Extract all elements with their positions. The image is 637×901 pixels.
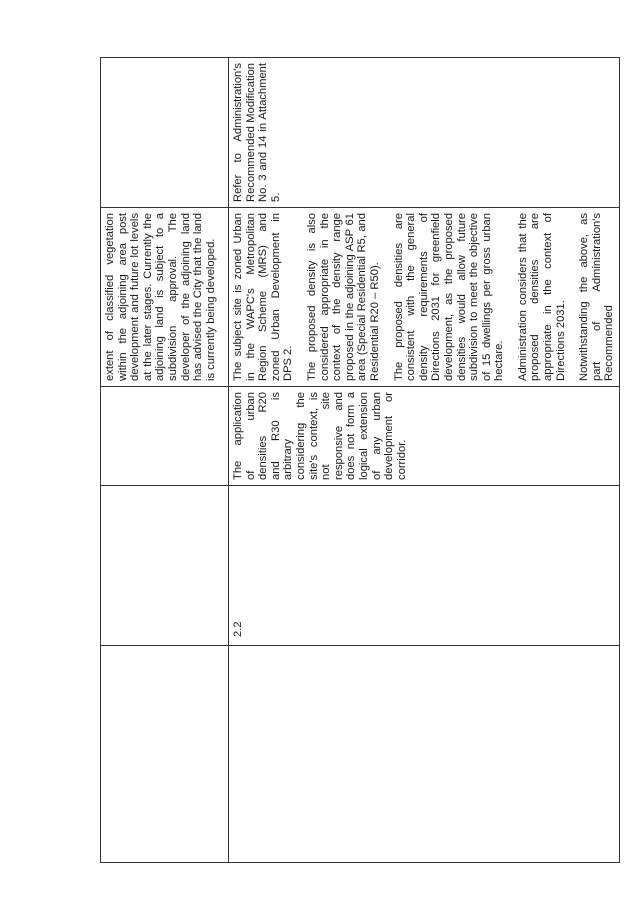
cell-comment-continued: extent of classified vegetation within t… [100, 207, 229, 387]
cell-number: 2.2 [228, 485, 620, 646]
cell-recommendation: Refer to Administration's Recommended Mo… [228, 57, 620, 208]
cell-blank-3 [100, 386, 229, 486]
table-row-2-2: 2.2 The application of urban densities R… [228, 57, 620, 863]
cell-blank-2 [100, 485, 229, 646]
cell-submission: The application of urban densities R20 a… [228, 386, 620, 486]
comment-paragraph: Administration considers that the propos… [516, 213, 567, 381]
comment-paragraph: Notwithstanding the above, as part of Ad… [578, 213, 616, 381]
cell-blank-5 [100, 57, 229, 208]
cell-comment: The subject site is zoned Urban in the W… [228, 207, 620, 387]
comment-paragraph: The proposed densities are consistent wi… [392, 213, 506, 381]
cell-blank-6 [228, 645, 620, 863]
table-row-continued: extent of classified vegetation within t… [100, 57, 229, 863]
submission-text: The application of urban densities R20 a… [232, 392, 408, 480]
comment-paragraph: The subject site is zoned Urban in the W… [232, 213, 295, 381]
cell-blank-1 [100, 645, 229, 863]
submissions-table: extent of classified vegetation within t… [100, 57, 620, 863]
submission-number: 2.2 [232, 621, 244, 637]
recommendation-text: Refer to Administration's Recommended Mo… [232, 63, 282, 202]
comment-paragraph: The proposed density is also considered … [305, 213, 381, 381]
comment-continued-text: extent of classified vegetation within t… [104, 213, 217, 381]
